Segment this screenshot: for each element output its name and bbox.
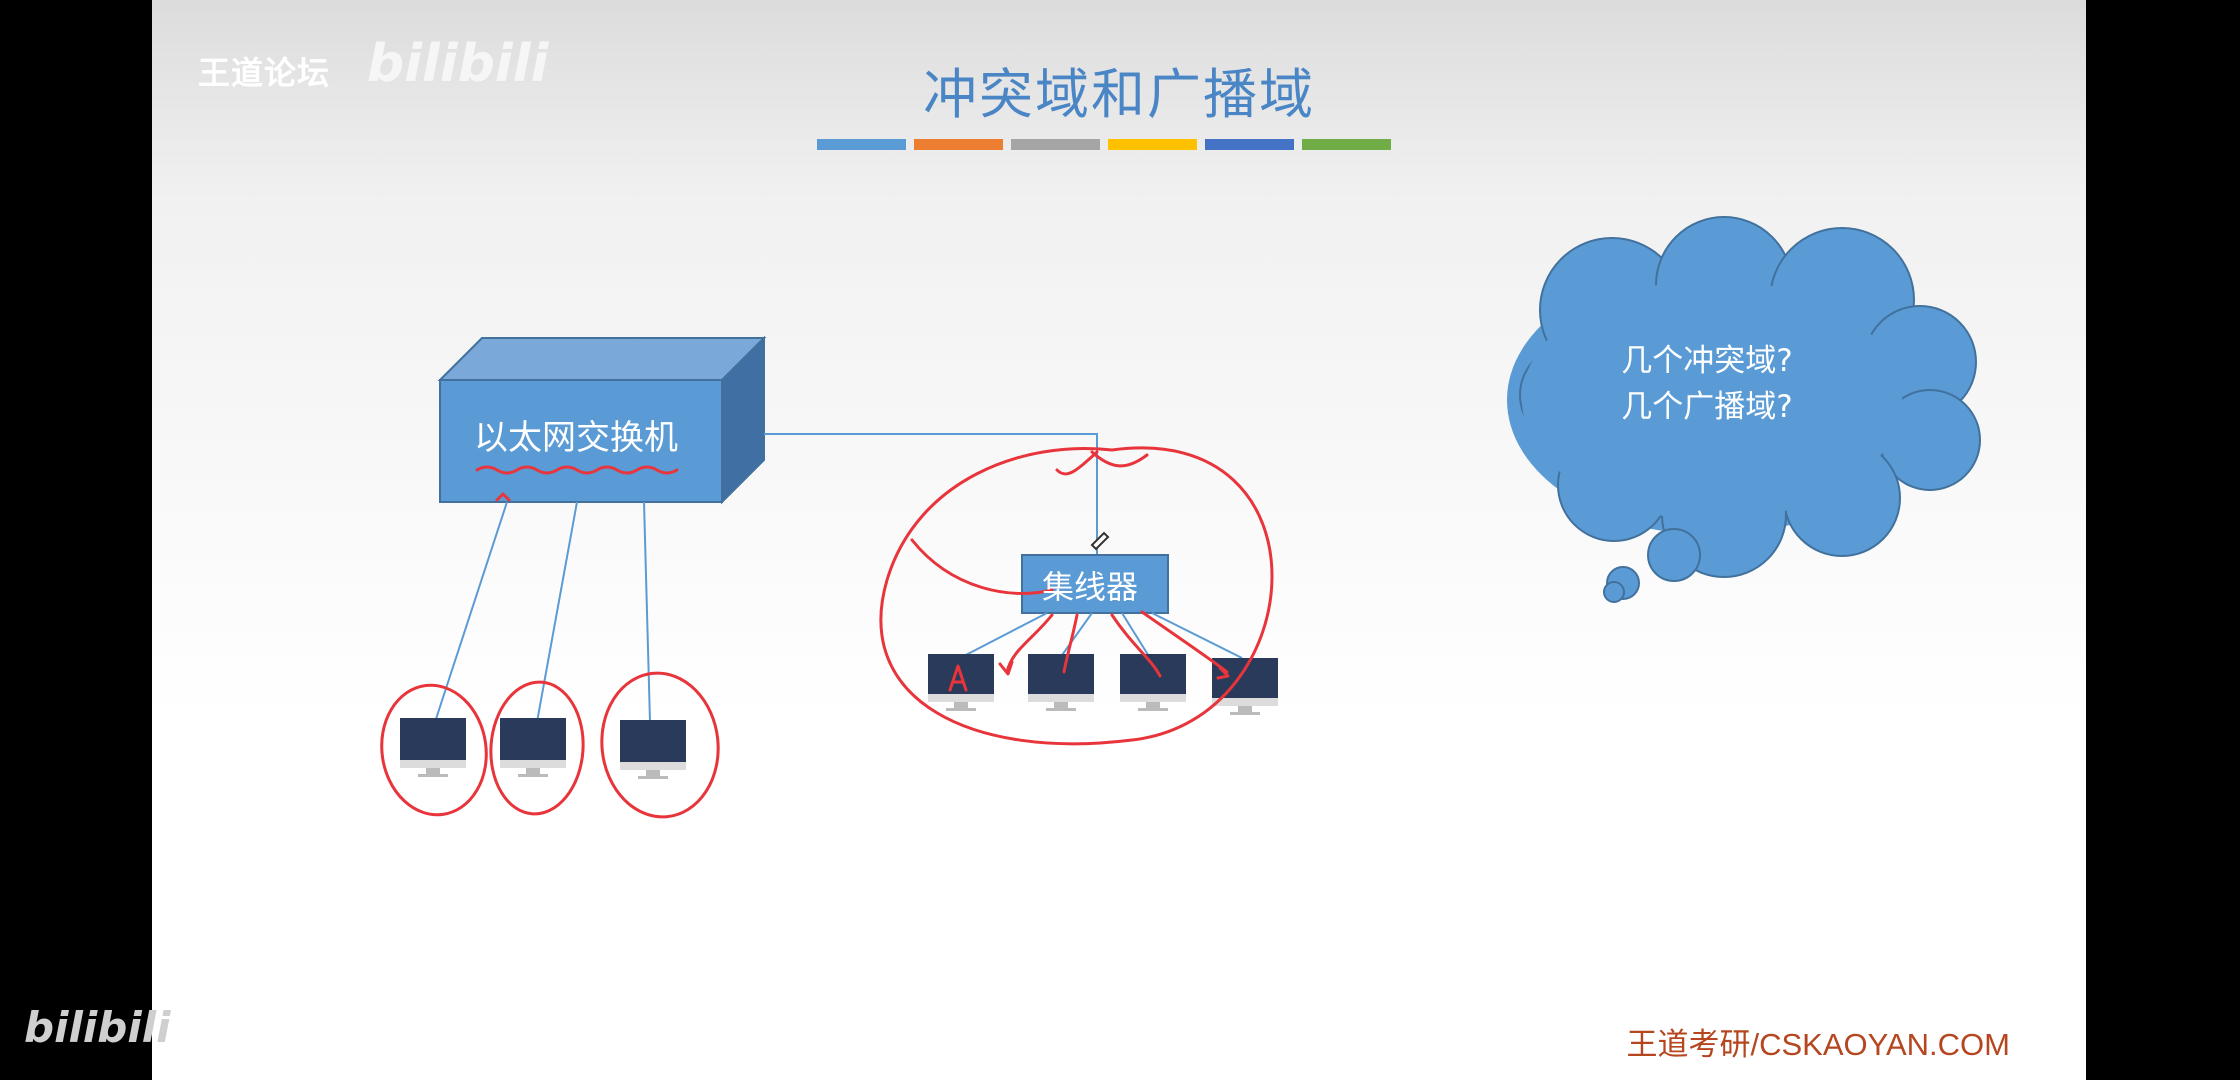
hub-label: 集线器 <box>1042 568 1139 606</box>
title-color-bars <box>817 139 1391 150</box>
switch-label: 以太网交换机 <box>474 418 678 458</box>
monitor-icon <box>1120 654 1186 711</box>
title-color-bar <box>817 139 906 150</box>
cloud-question-line: 几个冲突域? <box>1621 343 1793 379</box>
hub-computer-links <box>959 612 1243 659</box>
monitor-icon <box>1028 654 1094 711</box>
cloud-question-line: 几个广播域? <box>1621 389 1793 425</box>
switch-hub-link <box>764 433 1098 556</box>
title-color-bar <box>1108 139 1197 150</box>
title-color-bar <box>1205 139 1294 150</box>
monitor-icon <box>500 718 566 777</box>
network-diagram <box>380 216 1981 819</box>
switch-computer-links <box>434 501 651 723</box>
title-color-bar <box>1011 139 1100 150</box>
hub-monitors <box>928 654 1278 715</box>
slide: 王道论坛 bilibili 冲突域和广播域 <box>152 0 2086 1080</box>
video-logo-watermark: bilibili <box>367 34 549 94</box>
pen-cursor-icon <box>1090 531 1110 551</box>
footer-brand: 王道考研/CSKAOYAN.COM <box>1626 1027 2010 1062</box>
hub-box <box>1021 554 1169 614</box>
ethernet-switch-box <box>437 335 767 505</box>
switch-monitors <box>400 718 686 779</box>
thought-cloud <box>1507 216 1981 603</box>
hand-annotations <box>380 446 1274 819</box>
monitor-icon <box>620 720 686 779</box>
player-logo: bilibili <box>24 1003 171 1052</box>
cloud-question: 几个冲突域? 几个广播域? <box>1567 338 1847 430</box>
monitor-icon <box>400 718 466 777</box>
slide-title: 冲突域和广播域 <box>923 63 1315 126</box>
title-color-bar <box>914 139 1003 150</box>
title-color-bar <box>1302 139 1391 150</box>
forum-watermark: 王道论坛 <box>198 54 331 92</box>
